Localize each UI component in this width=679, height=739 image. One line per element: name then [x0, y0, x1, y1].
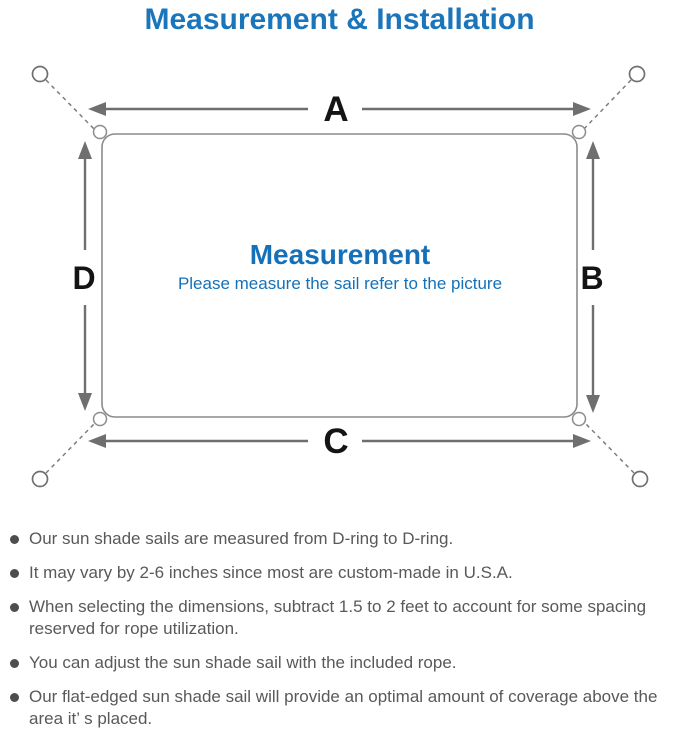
- note-item: You can adjust the sun shade sail with t…: [10, 652, 671, 674]
- notes-list: Our sun shade sails are measured from D-…: [0, 528, 679, 730]
- tether-line-bottom-left: [45, 421, 97, 474]
- dimension-arrow-b: [586, 141, 600, 413]
- d-ring-icon-bottom-right: [571, 411, 587, 427]
- bullet-icon: [10, 603, 19, 612]
- sail-outline: [101, 133, 578, 418]
- dimension-label-c: C: [323, 422, 348, 461]
- anchor-ring-icon-top-left: [31, 65, 49, 83]
- dimension-label-a: A: [323, 90, 348, 129]
- note-text: When selecting the dimensions, subtract …: [29, 597, 647, 638]
- dimension-arrow-c: [88, 434, 591, 448]
- dimension-label-d: D: [72, 260, 95, 296]
- measurement-caption-title: Measurement: [250, 239, 431, 270]
- note-text: You can adjust the sun shade sail with t…: [29, 653, 457, 672]
- note-item: When selecting the dimensions, subtract …: [10, 596, 671, 640]
- measurement-caption-subtitle: Please measure the sail refer to the pic…: [178, 274, 502, 293]
- note-item: Our sun shade sails are measured from D-…: [10, 528, 671, 550]
- d-ring-icon-top-left: [92, 124, 108, 140]
- bullet-icon: [10, 535, 19, 544]
- bullet-icon: [10, 569, 19, 578]
- dimension-label-b: B: [580, 260, 603, 296]
- anchor-ring-icon-top-right: [628, 65, 646, 83]
- tether-line-top-left: [45, 79, 97, 132]
- note-text: Our sun shade sails are measured from D-…: [29, 529, 454, 548]
- d-ring-icon-bottom-left: [92, 411, 108, 427]
- note-item: It may vary by 2-6 inches since most are…: [10, 562, 671, 584]
- anchor-ring-icon-bottom-left: [31, 470, 49, 488]
- sail-measurement-diagram: A C D B Measurement Please measure the s…: [31, 65, 649, 488]
- note-text: Our flat-edged sun shade sail will provi…: [29, 687, 658, 728]
- bullet-icon: [10, 693, 19, 702]
- tether-line-top-right: [581, 79, 632, 132]
- dimension-arrow-d: [78, 141, 92, 411]
- bullet-icon: [10, 659, 19, 668]
- anchor-ring-icon-bottom-right: [631, 470, 649, 488]
- d-ring-icon-top-right: [571, 124, 587, 140]
- dimension-arrow-a: [88, 102, 591, 116]
- page-title: Measurement & Installation: [144, 3, 535, 36]
- note-item: Our flat-edged sun shade sail will provi…: [10, 686, 671, 730]
- note-text: It may vary by 2-6 inches since most are…: [29, 563, 513, 582]
- tether-line-bottom-right: [583, 421, 635, 474]
